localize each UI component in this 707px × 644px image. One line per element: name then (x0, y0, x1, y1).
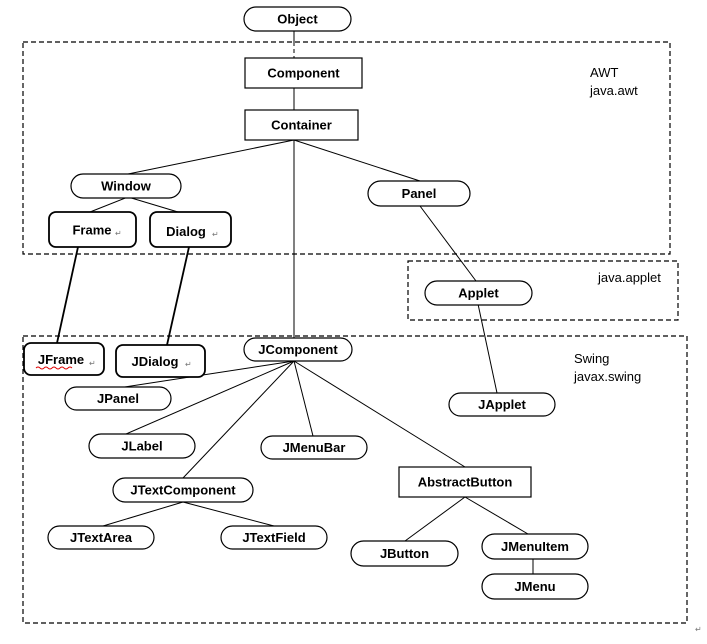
class-jlabel (88, 433, 196, 459)
class-object-label: Object (277, 12, 318, 27)
class-jbutton (350, 540, 459, 567)
edge-jcomponent-jpanel (117, 360, 295, 389)
awt-package-name: AWT (590, 65, 618, 80)
class-jtextfield-label: JTextField (242, 530, 305, 545)
class-applet-label: Applet (458, 286, 499, 301)
edge-container-panel (293, 139, 421, 182)
class-jbutton-label: JButton (380, 546, 429, 561)
applet-package-region (407, 260, 679, 321)
edge-jcomponent-jtextcomponent (182, 360, 295, 479)
edge-abstractbutton-jmenuitem (464, 496, 529, 535)
class-abstractbutton (398, 466, 532, 498)
spellcheck-underline (35, 366, 73, 370)
paragraph-mark: ↵ (115, 229, 122, 238)
class-jframe-label: JFrame (38, 352, 84, 367)
edge-dialog-jdialog (166, 246, 190, 346)
awt-package-path: java.awt (589, 83, 638, 98)
class-dialog (149, 211, 232, 248)
awt-package-region (22, 41, 671, 255)
class-window (70, 173, 182, 199)
class-jdialog-label: JDialog (132, 354, 179, 369)
class-jmenuitem-label: JMenuItem (501, 539, 569, 554)
class-jmenubar-label: JMenuBar (283, 440, 346, 455)
edge-jtextcomponent-jtextfield (182, 501, 275, 527)
class-container-label: Container (271, 118, 332, 133)
paragraph-mark: ↵ (89, 359, 96, 368)
connectors (56, 30, 534, 574)
class-jmenubar (260, 435, 368, 460)
class-jdialog (115, 344, 206, 378)
edge-jcomponent-jlabel (125, 360, 295, 435)
paragraph-mark: ↵ (695, 625, 702, 634)
class-applet (424, 280, 533, 306)
class-jframe (23, 342, 105, 376)
paragraph-mark: ↵ (185, 360, 192, 369)
edge-jcomponent-abstractbutton (293, 360, 466, 468)
class-dialog-label: Dialog (166, 224, 206, 239)
class-window-label: Window (101, 179, 152, 194)
edge-jcomponent-jmenubar (293, 360, 314, 437)
edge-window-dialog (127, 196, 179, 213)
class-panel-label: Panel (402, 186, 437, 201)
edge-window-frame (89, 196, 129, 213)
edge-frame-jframe (56, 246, 79, 344)
class-component (244, 57, 363, 89)
edge-jtextcomponent-jtextarea (102, 501, 184, 527)
class-jtextarea-label: JTextArea (70, 530, 133, 545)
class-object (243, 6, 352, 32)
class-jtextarea (47, 525, 155, 550)
class-jlabel-label: JLabel (121, 439, 162, 454)
class-container (244, 109, 359, 141)
swing-package-name: Swing (574, 351, 609, 366)
class-jcomponent (243, 337, 353, 362)
class-jmenu (481, 573, 589, 600)
class-jtextcomponent (112, 477, 254, 503)
edge-applet-japplet (477, 303, 498, 394)
class-jmenuitem (481, 533, 589, 560)
class-jpanel-label: JPanel (97, 391, 139, 406)
edge-abstractbutton-jbutton (404, 496, 466, 542)
paragraph-mark: ↵ (212, 230, 219, 239)
edge-panel-applet (419, 205, 477, 282)
applet-package-name: java.applet (597, 270, 661, 285)
class-frame (48, 211, 137, 248)
swing-package-path: javax.swing (573, 369, 641, 384)
class-frame-label: Frame (72, 223, 111, 238)
class-panel (367, 180, 471, 207)
class-jmenu-label: JMenu (514, 579, 555, 594)
class-jpanel (64, 386, 172, 411)
edge-container-window (127, 139, 295, 175)
nodes: Object Component Container Window Panel … (23, 6, 589, 600)
swing-package-region (22, 335, 688, 624)
class-japplet-label: JApplet (478, 397, 526, 412)
class-jcomponent-label: JComponent (258, 342, 338, 357)
class-japplet (448, 392, 556, 417)
class-jtextcomponent-label: JTextComponent (130, 483, 236, 498)
class-abstractbutton-label: AbstractButton (418, 475, 513, 490)
class-component-label: Component (267, 66, 340, 81)
class-jtextfield (220, 525, 328, 550)
